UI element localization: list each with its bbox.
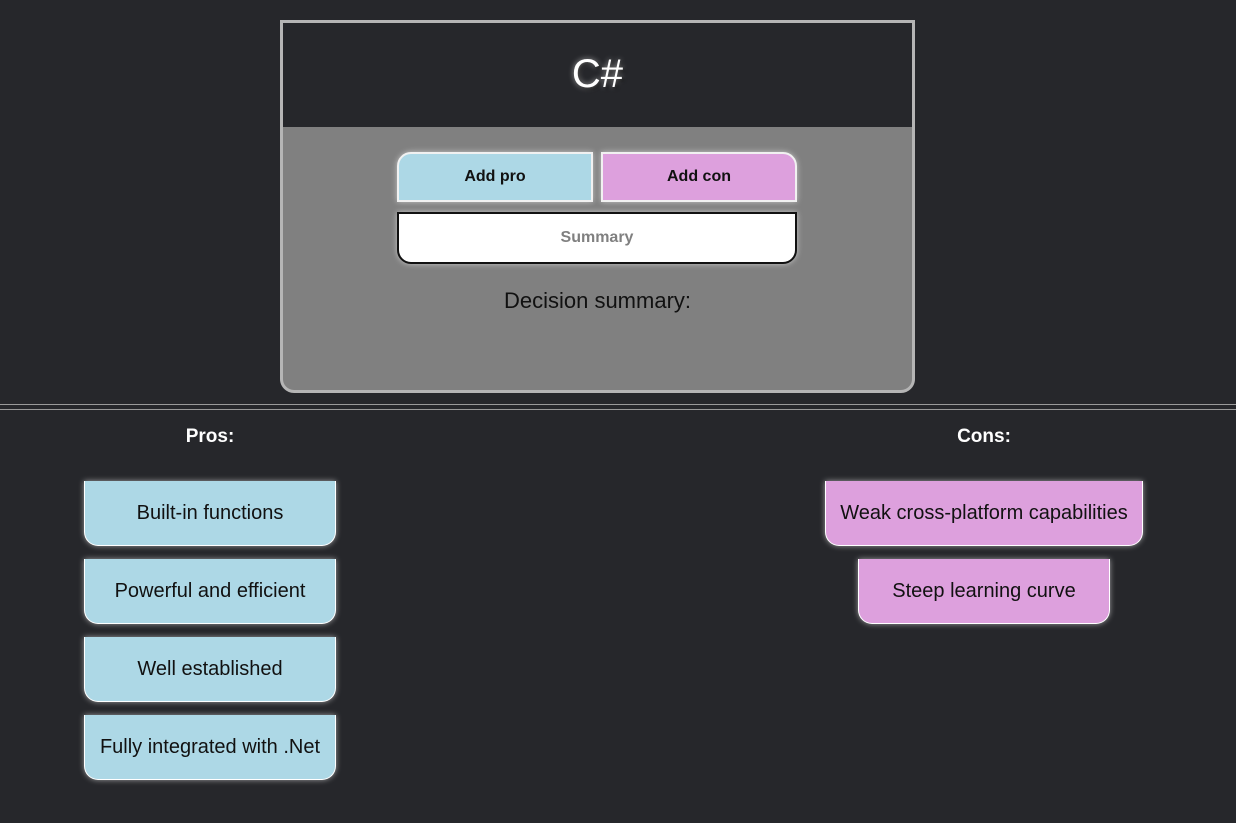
pro-item[interactable]: Fully integrated with .Net bbox=[84, 715, 336, 780]
pro-item[interactable]: Well established bbox=[84, 637, 336, 702]
pro-item[interactable]: Built-in functions bbox=[84, 481, 336, 546]
section-divider bbox=[0, 404, 1236, 410]
con-item[interactable]: Weak cross-platform capabilities bbox=[825, 481, 1143, 546]
cons-list: Weak cross-platform capabilities Steep l… bbox=[734, 481, 1234, 624]
summary-button[interactable]: Summary bbox=[397, 212, 797, 264]
card-header: C# bbox=[283, 23, 912, 127]
decision-summary-label: Decision summary: bbox=[503, 288, 692, 313]
pro-item[interactable]: Powerful and efficient bbox=[84, 559, 336, 624]
pros-list: Built-in functions Powerful and efficien… bbox=[84, 481, 336, 780]
decision-title: C# bbox=[571, 51, 624, 96]
pros-heading: Pros: bbox=[185, 426, 235, 447]
con-item[interactable]: Steep learning curve bbox=[858, 559, 1110, 624]
add-con-button[interactable]: Add con bbox=[601, 152, 797, 202]
add-pro-button[interactable]: Add pro bbox=[397, 152, 593, 202]
add-buttons-row: Add pro Add con bbox=[397, 152, 797, 202]
cons-heading: Cons: bbox=[957, 426, 1011, 447]
decision-card: C# Add pro Add con Summary Decision summ… bbox=[280, 20, 915, 393]
